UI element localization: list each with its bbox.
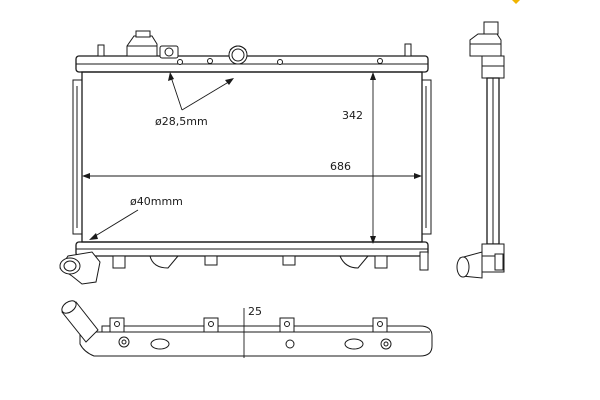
- label-thickness: 25: [248, 305, 262, 318]
- upper-pipe-neck: [159, 45, 179, 59]
- label-width: 686: [330, 160, 351, 173]
- height-dimension: [370, 72, 376, 244]
- corner-mark: [512, 0, 520, 4]
- filler-cap: [126, 30, 158, 57]
- label-pipe-small: ø28,5mm: [155, 115, 208, 128]
- side-lower-pipe: [456, 251, 483, 279]
- top-tank-bolts: [97, 43, 412, 65]
- bottom-view-bosses: [118, 336, 392, 350]
- label-pipe-large: ø40mmm: [130, 195, 183, 208]
- large-pipe-leader: [89, 209, 139, 240]
- bottom-tank-plan: [79, 325, 433, 357]
- upper-outlet-pipe: [228, 45, 248, 65]
- label-height: 342: [342, 109, 363, 122]
- width-dimension: [82, 173, 422, 179]
- small-pipe-leader: [168, 72, 234, 111]
- lower-outlet-pipe: [59, 251, 101, 285]
- bottom-view-tabs: [109, 317, 388, 333]
- side-view: [456, 21, 505, 279]
- bottom-view: 25: [61, 300, 433, 358]
- radiator-core: [81, 71, 423, 243]
- front-view: ø28,5mm ø40mmm 342 686: [59, 30, 432, 285]
- bottom-mounting-tabs: [112, 251, 429, 271]
- bottom-view-outlet-pipe: [61, 300, 99, 343]
